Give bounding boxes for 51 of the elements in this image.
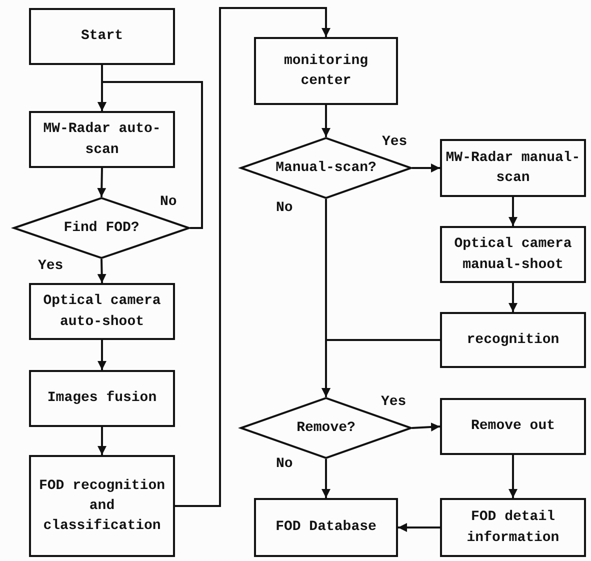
edge-label: Yes xyxy=(382,134,408,150)
edge-label: Yes xyxy=(38,258,64,274)
process-box xyxy=(254,37,398,105)
arrow xyxy=(175,7,330,507)
node-text: Find FOD? xyxy=(64,218,140,238)
arrow xyxy=(98,427,106,455)
process-box xyxy=(440,398,586,455)
decision-diamond xyxy=(13,197,190,259)
arrow xyxy=(322,459,330,498)
process-box xyxy=(29,370,175,427)
process-box xyxy=(29,283,175,340)
node-text: recognition xyxy=(466,330,560,350)
arrow xyxy=(508,283,518,312)
node-text: Images fusion xyxy=(47,389,157,408)
arrow xyxy=(98,340,106,370)
arrow xyxy=(322,339,440,397)
process-box xyxy=(440,139,586,197)
arrow xyxy=(97,168,106,198)
process-box xyxy=(254,498,398,557)
node-text: Manual-scan? xyxy=(276,158,376,178)
process-box xyxy=(440,312,586,368)
process-box xyxy=(440,226,586,283)
arrow xyxy=(412,164,440,172)
node-text: Remove? xyxy=(296,418,356,438)
decision-diamond xyxy=(240,397,412,459)
node-text: Optical camera auto-shoot xyxy=(42,292,162,332)
arrow xyxy=(508,197,518,226)
arrow xyxy=(398,523,440,532)
process-box xyxy=(29,455,175,557)
edge-label: No xyxy=(276,200,293,216)
arrow xyxy=(97,258,106,284)
node-text: Start xyxy=(80,27,123,46)
arrow xyxy=(508,455,518,498)
arrow xyxy=(98,81,203,229)
arrow xyxy=(322,105,330,137)
edge-label: No xyxy=(160,194,177,210)
edge-label: Yes xyxy=(381,394,406,410)
process-box xyxy=(29,111,175,168)
edge-label: No xyxy=(276,456,293,472)
process-box xyxy=(29,8,175,65)
node-text: FOD Database xyxy=(276,518,376,538)
node-text: FOD detail information xyxy=(466,508,560,548)
node-text: Optical camera manual-shoot xyxy=(453,235,573,274)
decision-diamond xyxy=(240,137,412,199)
node-text: Remove out xyxy=(470,417,555,436)
node-text: FOD recognition and classification xyxy=(38,476,166,536)
node-text: monitoring center xyxy=(282,52,369,91)
node-text: MW-Radar auto-scan xyxy=(42,120,162,160)
process-box xyxy=(440,498,586,557)
arrow xyxy=(412,422,440,432)
node-text: MW-Radar manual-scan xyxy=(444,148,582,188)
